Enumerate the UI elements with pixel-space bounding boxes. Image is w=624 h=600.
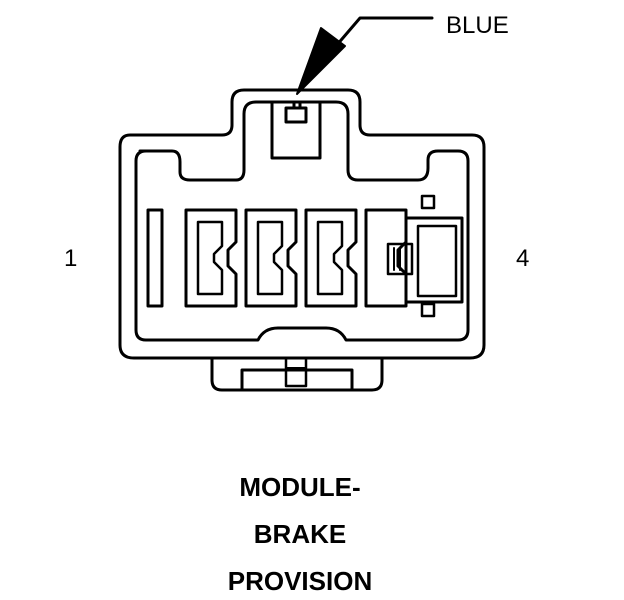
top-latch (270, 100, 322, 160)
terminal-cavity (184, 208, 238, 308)
terminal-end-wall (146, 208, 164, 308)
bottom-tab (210, 356, 384, 392)
pin-number-right: 4 (516, 245, 530, 272)
callout-arrowhead (296, 27, 346, 95)
wire-color-label: BLUE (446, 12, 509, 39)
locator-square (420, 302, 436, 318)
terminal-cavity (304, 208, 358, 308)
connector-housing-outer (118, 88, 486, 360)
pin-number-left: 1 (64, 245, 78, 272)
connector-cavity (134, 100, 470, 342)
callout-leader (296, 16, 434, 95)
side-lock (386, 194, 464, 318)
caption-line-1: MODULE- (239, 472, 361, 502)
caption-line-2: BRAKE (253, 519, 347, 549)
terminal-cavity (244, 208, 298, 308)
caption-line-3: PROVISION (227, 566, 373, 596)
locator-square (420, 194, 436, 210)
